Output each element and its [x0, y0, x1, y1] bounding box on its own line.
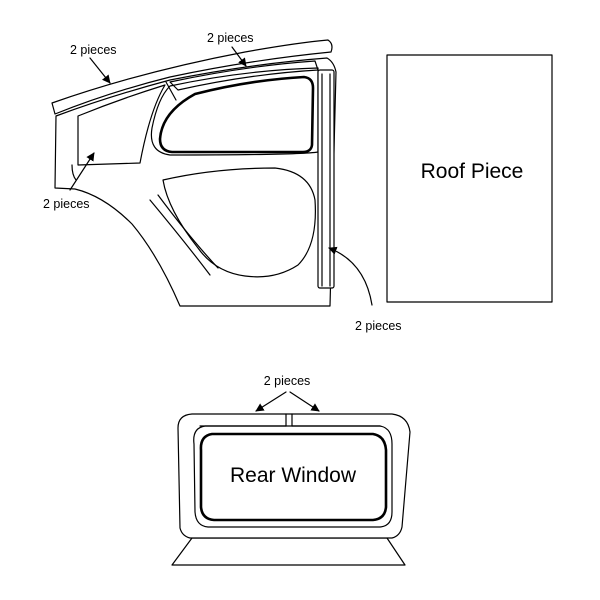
rear-window-label: Rear Window — [230, 464, 357, 487]
label-arrows — [69, 46, 373, 306]
left-side-panel — [77, 84, 166, 166]
rear-window-inner-frame — [193, 425, 393, 528]
arrow-right — [289, 391, 320, 412]
roof-rail-strip — [51, 39, 333, 115]
rear-window-glass — [199, 432, 388, 522]
label-rear-window-top: 2 pieces — [264, 374, 311, 388]
rear-lower-panel — [171, 537, 406, 566]
rear-window-assembly: Rear Window — [171, 413, 411, 566]
label-pillar-strip: 2 pieces — [355, 319, 402, 333]
label-quarter-panel: 2 pieces — [43, 197, 90, 211]
label-roof-rail-upper: 2 pieces — [207, 31, 254, 45]
roof-piece: Roof Piece — [386, 54, 553, 303]
arrow-left — [255, 391, 287, 412]
lower-panel — [162, 167, 316, 278]
quarter-window-frame — [150, 67, 319, 156]
quarter-window — [158, 75, 315, 154]
pillar-strip — [317, 69, 335, 289]
label-roof-rail-top: 2 pieces — [70, 43, 117, 57]
roof-piece-label: Roof Piece — [421, 160, 524, 183]
side-quarter-panel — [51, 39, 337, 307]
upper-trim-strip — [169, 60, 319, 91]
